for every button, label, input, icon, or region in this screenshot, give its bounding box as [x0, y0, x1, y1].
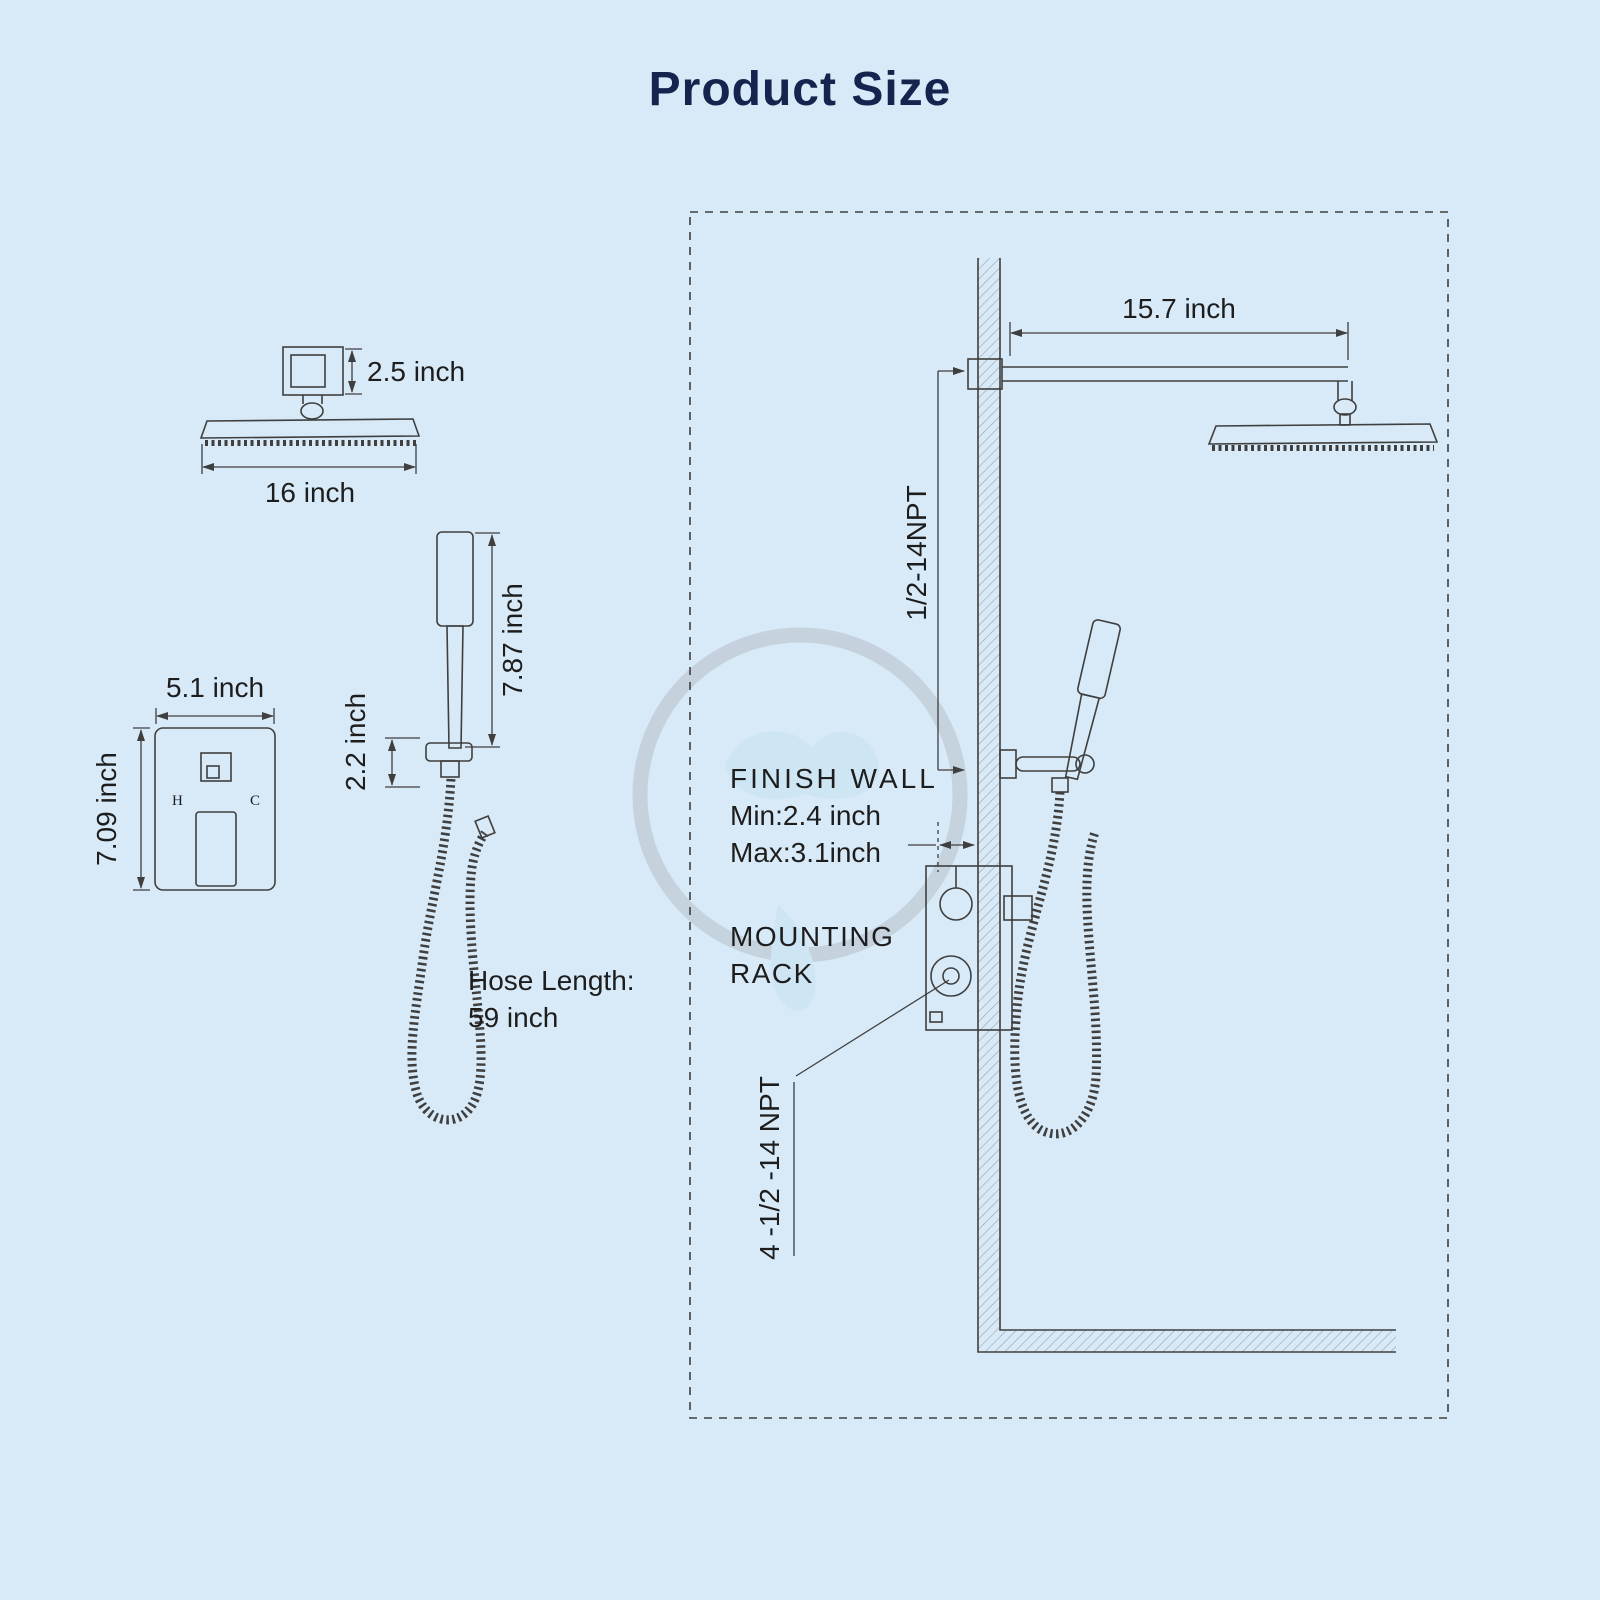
dim-valve-width: 5.1 inch	[165, 672, 265, 703]
inlet-thread-leader	[793, 979, 950, 1256]
dim-arm-length: 15.7 inch	[1122, 293, 1236, 324]
watermark-logo	[632, 627, 968, 1012]
finish-wall-dimension	[908, 822, 975, 872]
wall-and-floor	[977, 258, 1396, 1353]
installation-boundary	[689, 211, 1449, 1419]
inlet-thread-label: 4 -1/2 -14 NPT	[754, 1076, 785, 1260]
valve-drawing	[154, 727, 276, 891]
dim-holder-height: 2.2 inch	[340, 692, 371, 792]
handheld-drawing	[407, 531, 496, 1125]
valve-hot-label: H	[172, 793, 183, 809]
showerhead-drawing	[199, 346, 421, 446]
wall-hose-path	[1010, 791, 1102, 1139]
arm-thread-label: 1/2-14NPT	[901, 485, 932, 621]
dim-valve-height: 7.09 inch	[91, 752, 122, 866]
hose-length-line2: 59 inch	[468, 1002, 559, 1033]
shower-arm-drawing	[967, 358, 1439, 451]
wall-handheld-drawing	[999, 619, 1121, 1139]
dim-handheld-length: 7.87 inch	[497, 583, 528, 697]
finish-wall-min: Min:2.4 inch	[730, 800, 881, 831]
valve-handle	[195, 811, 237, 887]
mounting-rack-line2: RACK	[730, 958, 814, 989]
showerhead-dimension-lines	[201, 348, 417, 474]
handheld-spray-face	[436, 531, 474, 627]
dim-showerhead-mount-height: 2.5 inch	[367, 356, 466, 387]
finish-wall-title: FINISH WALL	[730, 763, 938, 794]
handheld-dimension-lines	[385, 532, 500, 788]
hose-path	[407, 778, 489, 1125]
valve-cold-label: C	[250, 793, 261, 809]
hose-length-label: Hose Length: 59 inch	[468, 962, 635, 1036]
finish-wall-max: Max:3.1inch	[730, 837, 881, 868]
hose-length-line1: Hose Length:	[468, 965, 635, 996]
arm-dimension-lines	[937, 322, 1349, 774]
mounting-rack-drawing	[925, 865, 1033, 1031]
finish-wall-label: FINISH WALL Min:2.4 inch Max:3.1inch	[730, 760, 938, 871]
mounting-rack-line1: MOUNTING	[730, 921, 895, 952]
valve-dimension-lines	[133, 708, 275, 891]
mounting-rack-label: MOUNTING RACK	[730, 918, 894, 992]
page-title: Product Size	[648, 63, 952, 116]
dim-showerhead-width: 16 inch	[264, 477, 356, 508]
